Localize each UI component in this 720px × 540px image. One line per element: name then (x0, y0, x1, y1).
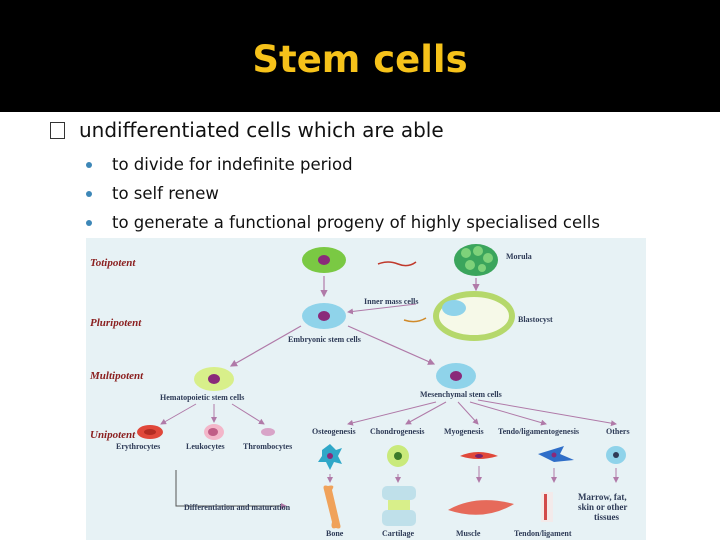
sub-bullet-item: to self renew (86, 179, 600, 208)
label-thrombocytes: Thrombocytes (243, 442, 292, 451)
label-morula: Morula (506, 252, 532, 261)
level-pluripotent: Pluripotent (90, 317, 142, 329)
label-blastocyst: Blastocyst (518, 315, 553, 324)
morula-cell (454, 244, 498, 276)
main-bullet-text: undifferentiated cells which are able (79, 118, 444, 142)
arrow-others (477, 399, 617, 427)
label-differentiation: Differentiation and maturation (184, 503, 291, 512)
cartilage-tissue (382, 486, 416, 526)
arrow-down-left (229, 325, 302, 367)
arrow-osteo (347, 401, 437, 426)
bone-tissue (323, 485, 341, 529)
bullet-dot-icon (86, 161, 92, 168)
mesenchymal-stem-cell (436, 363, 476, 389)
label-osteogenesis: Osteogenesis (312, 427, 356, 436)
label-bone: Bone (326, 529, 344, 538)
label-marrow-line-1: Marrow, fat, (578, 492, 627, 502)
arrow-chondro (405, 401, 447, 425)
slide-title: Stem cells (252, 38, 468, 81)
label-cartilage: Cartilage (382, 529, 414, 538)
osteoblast-cell (318, 444, 342, 470)
hematopoietic-stem-cell (194, 367, 234, 391)
thrombocyte-cell (261, 428, 275, 436)
sub-bullet-text: to self renew (112, 184, 219, 203)
label-others: Others (606, 427, 630, 436)
label-marrow-line-3: tissues (594, 512, 620, 522)
diagram-svg: Totipotent Pluripotent Multipotent Unipo… (89, 244, 630, 538)
main-bullet: undifferentiated cells which are able (50, 118, 444, 142)
erythrocyte-cell (137, 425, 163, 439)
label-mesenchymal: Mesenchymal stem cells (420, 390, 502, 399)
leukocyte-cell (204, 424, 224, 440)
arrow-left (347, 303, 417, 315)
myocyte-cell (460, 452, 498, 459)
level-unipotent: Unipotent (90, 429, 136, 441)
bullet-dot-icon (86, 219, 92, 226)
label-muscle: Muscle (456, 529, 481, 538)
sperm-icon (403, 317, 427, 323)
label-tendo: Tendo/ligamentogenesis (498, 427, 579, 436)
label-erythrocytes: Erythrocytes (116, 442, 160, 451)
label-embryonic: Embryonic stem cells (288, 335, 361, 344)
level-multipotent: Multipotent (89, 370, 144, 382)
arrow-down-right (231, 403, 265, 425)
arrow-maturation (175, 470, 287, 509)
muscle-tissue (448, 500, 514, 515)
label-marrow-line-2: skin or other (578, 502, 627, 512)
embryonic-stem-cell (302, 303, 346, 329)
label-myogenesis: Myogenesis (444, 427, 484, 436)
bullet-box-icon (50, 121, 65, 139)
level-totipotent: Totipotent (90, 257, 136, 269)
label-inner-mass: Inner mass cells (364, 297, 419, 306)
arrow-down-right (347, 325, 436, 365)
label-hematopoietic: Hematopoietic stem cells (160, 393, 244, 402)
label-chondrogenesis: Chondrogenesis (370, 427, 425, 436)
label-leukocytes: Leukocytes (186, 442, 225, 451)
sub-bullet-list: to divide for indefinite period to self … (86, 150, 600, 237)
chondrocyte-cell (387, 445, 409, 467)
tendon-tissue (541, 492, 553, 522)
tenocyte-cell (538, 446, 574, 462)
sub-bullet-item: to generate a functional progeny of high… (86, 208, 600, 237)
label-tendon: Tendon/ligament (514, 529, 572, 538)
other-cell (606, 446, 626, 464)
stem-cell-diagram: Totipotent Pluripotent Multipotent Unipo… (86, 238, 646, 540)
arrow-tendo (469, 401, 547, 426)
title-bar (0, 0, 720, 112)
sperm-icon (377, 261, 417, 267)
zygote-cell (302, 247, 346, 273)
arrow-down-left (160, 403, 197, 425)
arrow-myo (457, 401, 479, 425)
sub-bullet-text: to divide for indefinite period (112, 155, 353, 174)
sub-bullet-text: to generate a functional progeny of high… (112, 213, 600, 232)
blastocyst (433, 291, 515, 341)
sub-bullet-item: to divide for indefinite period (86, 150, 600, 179)
bullet-dot-icon (86, 190, 92, 197)
